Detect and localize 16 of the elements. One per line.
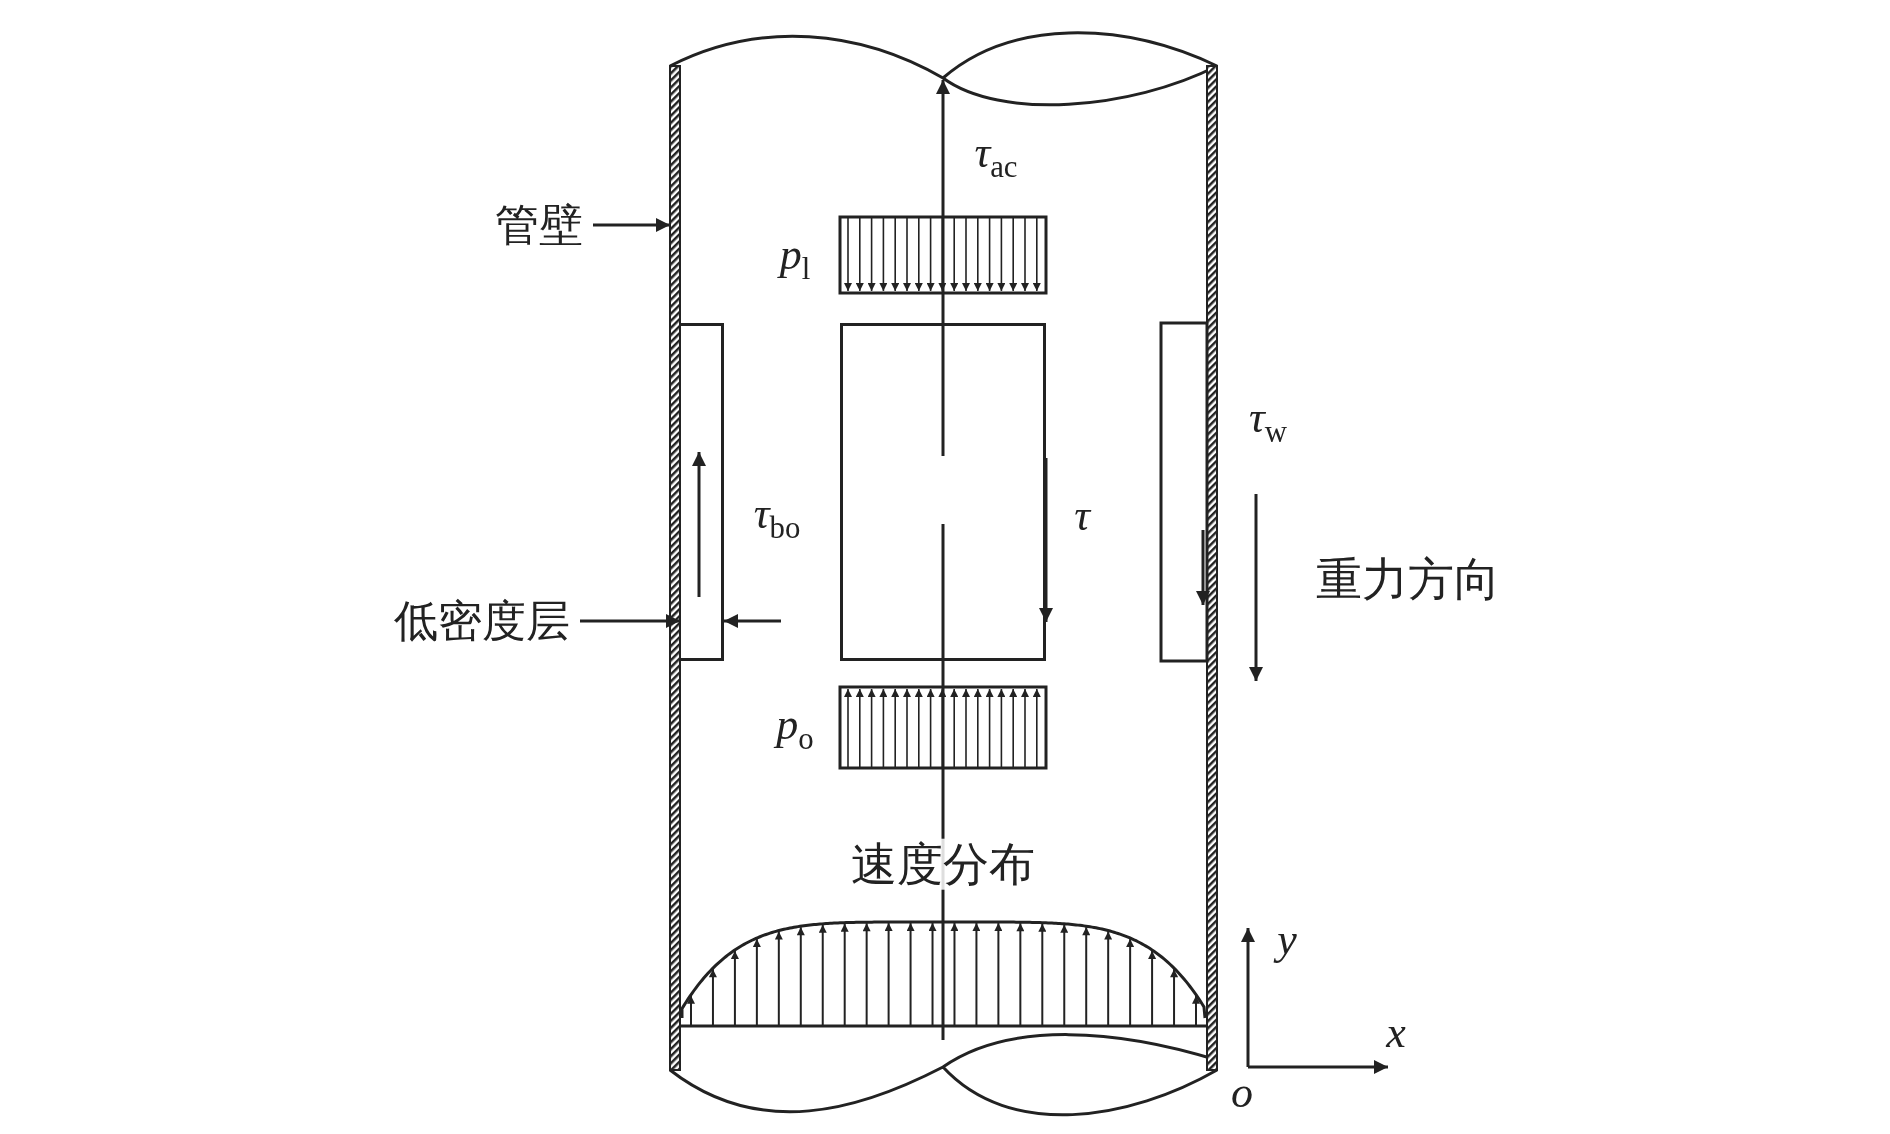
- axis-label: x: [1386, 1008, 1406, 1058]
- leader-arrow: [593, 218, 670, 232]
- shear-stress-label: τ$_{bo}$: [753, 490, 801, 546]
- pressure-label: p$_{l}$: [779, 231, 811, 287]
- shear-stress-label: τ$_{ac}$: [974, 129, 1018, 185]
- shear-stress-label: τ$_{w}$: [1249, 394, 1287, 450]
- leader-label: 管壁: [495, 200, 583, 250]
- origin-label: o: [1231, 1068, 1253, 1118]
- leader-label: 低密度层: [394, 596, 570, 646]
- gravity-direction-label: 重力方向: [1316, 553, 1500, 605]
- leader-arrow: [724, 614, 781, 628]
- fluid-element-box: [840, 323, 1046, 661]
- shear-stress-label: τ: [1074, 491, 1090, 541]
- leader-arrow: [580, 614, 680, 628]
- low-density-layer-box: [680, 323, 724, 661]
- velocity-profile-label: 速度分布: [851, 838, 1035, 890]
